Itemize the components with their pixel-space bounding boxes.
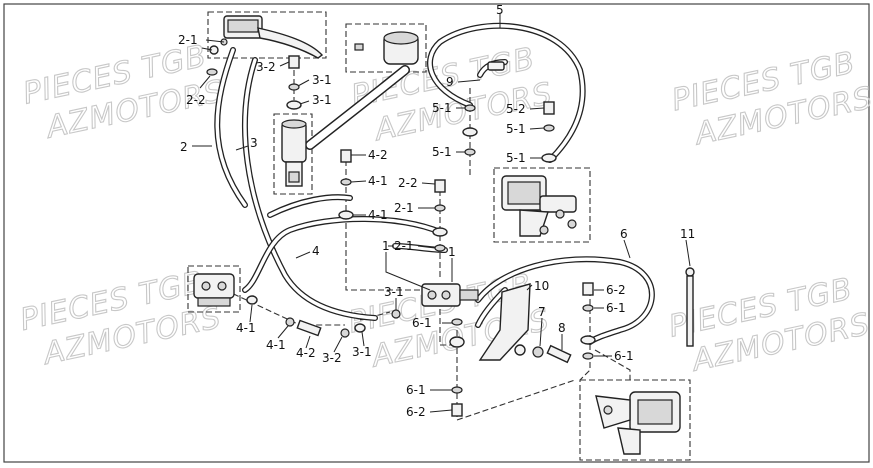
reservoir-box [345,23,427,73]
part-label: 5-2 [506,102,526,116]
rear-caliper-box [579,379,691,461]
bracket-part [478,283,531,361]
leader-lines [192,14,691,413]
part-label: 6-2 [406,405,426,419]
part-label: 6-1 [606,301,626,315]
left-caliper [193,273,235,307]
part-label: 3-2 [322,351,342,365]
part-label: 4-2 [296,346,316,360]
part-label: 2-1 [178,33,198,47]
part-label: 3-2 [256,60,276,74]
diagram-frame [3,3,870,463]
part-label: 3-1 [312,93,332,107]
part-label: 3-1 [312,73,332,87]
part-label: 9 [446,75,454,89]
part-label: 6-1 [412,316,432,330]
part-label: 5-1 [506,151,526,165]
part-label: 2-2 [186,93,206,107]
lever-assembly-box [207,11,327,59]
part-label: 11 [680,227,695,241]
part-label: 2-1 [394,201,414,215]
part-label: 2-1 [394,239,414,253]
rear-caliper [595,391,681,455]
part-label: 4-1 [236,321,256,335]
part-label: 5 [496,3,504,17]
part-labels: 2-1 2-2 2 3 3-2 3-1 3-1 5 9 5-1 5-1 5-2 … [178,3,695,419]
left-caliper-box [187,265,241,313]
part-label: 3-1 [384,285,404,299]
part-label: 5-1 [432,145,452,159]
part-label: 5-1 [506,122,526,136]
part-label: 7 [538,305,546,319]
brake-lever-assembly [209,15,324,59]
part-label: 1 [382,239,390,253]
part-label: 10 [534,279,549,293]
part-label: 3 [250,136,258,150]
distribution-valve [421,283,479,307]
part-label: 3-1 [352,345,372,359]
part-label: 4-1 [266,338,286,352]
front-caliper-box [493,167,591,243]
cable-tie [685,267,695,347]
part-label: 8 [558,321,566,335]
part-label: 2 [180,140,188,154]
part-label: 6-1 [614,349,634,363]
part-label: 4-1 [368,208,388,222]
part-label: 4-2 [368,148,388,162]
assembly-boxes [187,11,691,461]
part-label: 4 [312,244,320,258]
part-label: 5-1 [432,101,452,115]
part-label: 6-1 [406,383,426,397]
master-cylinder [281,119,307,187]
part-label: 4-1 [368,174,388,188]
part-label: 6 [620,227,628,241]
part-label: 6-2 [606,283,626,297]
front-right-caliper [501,175,577,237]
part-label: 1 [448,245,456,259]
fluid-reservoir [354,31,419,65]
part-label: 2-2 [398,176,418,190]
master-cylinder-box [273,113,313,195]
